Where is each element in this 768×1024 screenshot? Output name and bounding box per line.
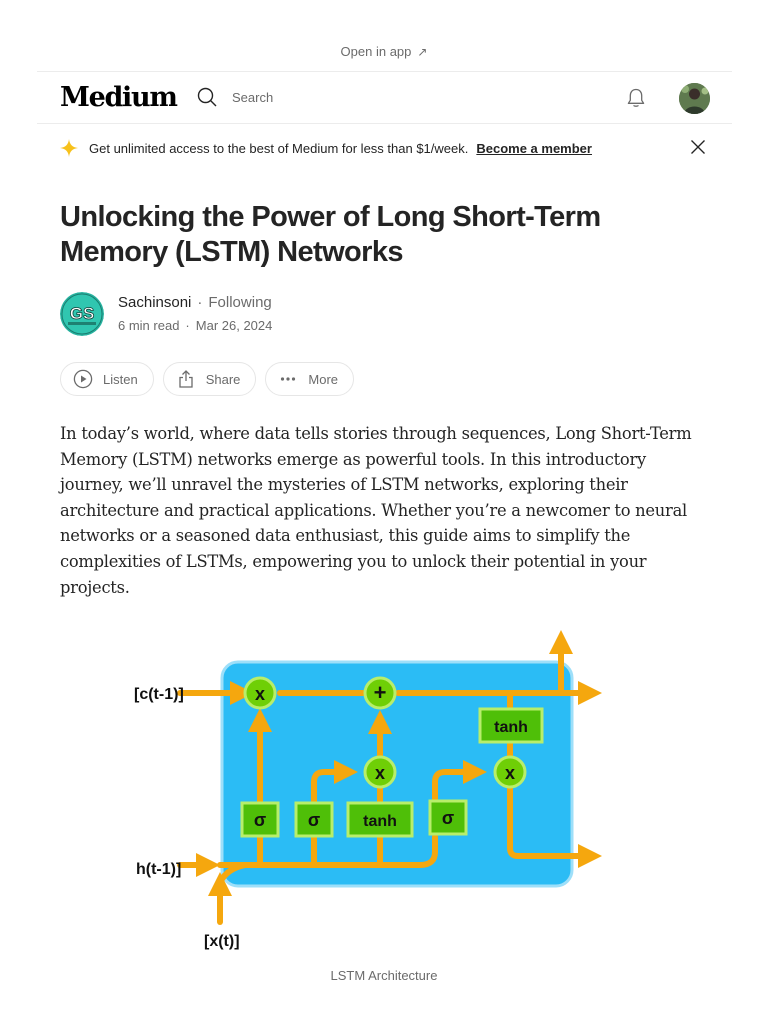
become-member-link[interactable]: Become a member	[476, 140, 592, 156]
avatar-photo	[679, 83, 710, 114]
open-in-app-label: Open in app	[340, 44, 412, 59]
search-icon	[197, 87, 217, 107]
open-in-app-link[interactable]: Open in app ↗	[0, 44, 768, 59]
cell-add-label: +	[374, 680, 387, 705]
publish-date: Mar 26, 2024	[195, 318, 273, 333]
share-icon	[179, 370, 193, 388]
lstm-diagram: x + x x σ σ tanh σ tanh [c(t-1)] h(t-1)]…	[120, 620, 640, 960]
search-box[interactable]: Search	[196, 86, 273, 108]
play-icon	[73, 369, 93, 389]
notifications-bell-icon[interactable]	[624, 86, 648, 110]
user-avatar[interactable]	[679, 83, 710, 114]
input-gate-label: σ	[308, 810, 320, 830]
forget-multiply-node	[243, 676, 277, 710]
candidate-tanh-box	[346, 801, 414, 838]
separator-dot: ·	[197, 294, 203, 311]
site-header: Medium Search	[0, 72, 768, 124]
output-gate-box	[428, 799, 468, 836]
listen-label: Listen	[103, 371, 138, 387]
top-divider	[37, 71, 732, 72]
author-block: GS Sachinsoni · Following 6 min read · Mar 2…	[60, 292, 460, 336]
author-avatar-initials: GS	[70, 304, 95, 323]
cell-add-node	[363, 676, 397, 710]
listen-button[interactable]: Listen	[60, 362, 154, 396]
membership-banner: Get unlimited access to the best of Medi…	[60, 136, 720, 160]
share-button[interactable]: Share	[162, 362, 257, 396]
sparkle-icon	[60, 139, 78, 157]
more-label: More	[308, 371, 339, 387]
article-intro-paragraph: In today’s world, where data tells stori…	[60, 424, 692, 597]
separator-dot: ·	[185, 318, 190, 333]
h-prev-label: h(t-1)]	[136, 861, 181, 878]
author-name[interactable]: Sachinsoni	[118, 294, 192, 311]
arrow-up-right-icon: ↗	[417, 45, 428, 59]
input-gate-box	[294, 801, 334, 838]
article-title: Unlocking the Power of Long Short-Term M…	[60, 201, 601, 268]
search-input[interactable]: Search	[232, 89, 274, 105]
forget-gate-label: σ	[254, 810, 266, 830]
figure-caption: LSTM Architecture	[330, 968, 438, 983]
read-time: 6 min read	[118, 318, 180, 333]
c-prev-label: [c(t-1)]	[134, 686, 184, 703]
author-avatar[interactable]: GS	[60, 292, 104, 336]
share-label: Share	[205, 371, 241, 387]
more-dots-icon	[281, 377, 296, 381]
more-button[interactable]: More	[265, 362, 355, 396]
cell-tanh-box	[478, 707, 544, 744]
banner-text: Get unlimited access to the best of Medi…	[89, 140, 469, 156]
medium-logo[interactable]: Medium	[60, 82, 178, 113]
article-actions: Listen Share More	[60, 362, 355, 396]
header-divider	[37, 123, 732, 124]
close-icon[interactable]	[690, 139, 706, 155]
forget-multiply-label: x	[255, 684, 265, 704]
cell-tanh-label: tanh	[494, 719, 528, 736]
output-multiply-label: x	[505, 763, 515, 783]
following-button[interactable]: Following	[208, 294, 272, 311]
output-multiply-node	[493, 755, 527, 789]
output-gate-label: σ	[442, 808, 454, 828]
forget-gate-box	[240, 801, 280, 838]
candidate-tanh-label: tanh	[363, 813, 397, 830]
x-t-label: [x(t)]	[204, 933, 240, 950]
input-multiply-node	[363, 755, 397, 789]
input-multiply-label: x	[375, 763, 385, 783]
